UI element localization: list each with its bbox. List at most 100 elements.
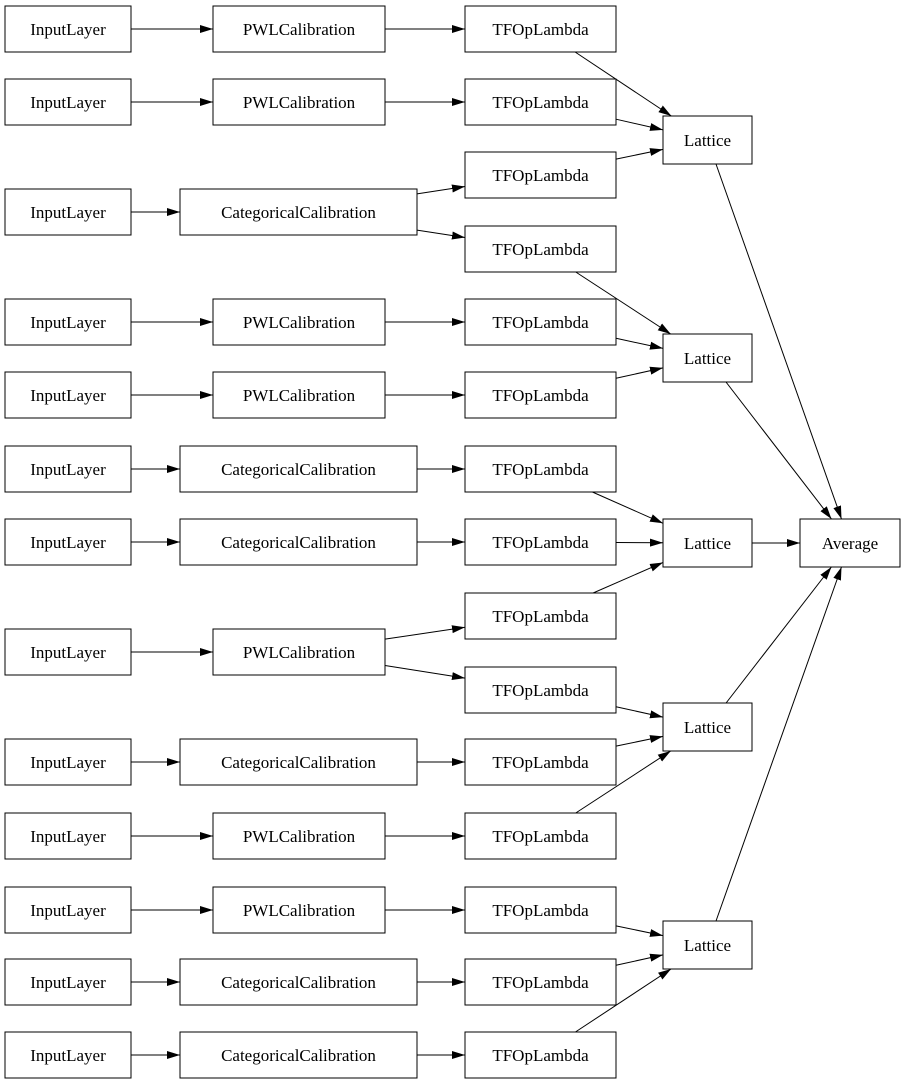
node-input-7: InputLayer	[5, 519, 131, 565]
node-pwl-6: PWLCalibration	[213, 813, 385, 859]
node-label-tfop-12: TFOpLambda	[492, 827, 589, 846]
node-lattice-3: Lattice	[663, 519, 752, 567]
node-input-11: InputLayer	[5, 887, 131, 933]
edge-tfop-10-to-lattice-4	[616, 707, 663, 717]
node-label-input-10: InputLayer	[30, 827, 106, 846]
edge-pwl-5-to-tfop-9	[385, 627, 465, 639]
node-label-tfop-3: TFOpLambda	[492, 166, 589, 185]
edge-tfop-2-to-lattice-1	[616, 119, 663, 130]
edge-lattice-2-to-average	[726, 382, 832, 519]
node-pwl-4: PWLCalibration	[213, 372, 385, 418]
node-tfop-12: TFOpLambda	[465, 813, 616, 859]
node-label-pwl-3: PWLCalibration	[243, 313, 356, 332]
node-label-input-2: InputLayer	[30, 93, 106, 112]
node-cat-6: CategoricalCalibration	[180, 1032, 417, 1078]
node-input-8: InputLayer	[5, 629, 131, 675]
node-lattice-2: Lattice	[663, 334, 752, 382]
edge-cat-1-to-tfop-4	[417, 230, 465, 237]
node-cat-2: CategoricalCalibration	[180, 446, 417, 492]
node-label-input-4: InputLayer	[30, 313, 106, 332]
node-tfop-3: TFOpLambda	[465, 152, 616, 198]
edge-tfop-13-to-lattice-5	[616, 926, 663, 936]
node-label-cat-1: CategoricalCalibration	[221, 203, 376, 222]
node-tfop-10: TFOpLambda	[465, 667, 616, 713]
node-input-1: InputLayer	[5, 6, 131, 52]
edge-tfop-5-to-lattice-2	[616, 338, 663, 348]
node-label-cat-5: CategoricalCalibration	[221, 973, 376, 992]
node-label-pwl-7: PWLCalibration	[243, 901, 356, 920]
node-tfop-11: TFOpLambda	[465, 739, 616, 785]
node-label-average: Average	[822, 534, 878, 553]
node-label-tfop-8: TFOpLambda	[492, 533, 589, 552]
node-label-input-9: InputLayer	[30, 753, 106, 772]
node-label-tfop-10: TFOpLambda	[492, 681, 589, 700]
node-tfop-7: TFOpLambda	[465, 446, 616, 492]
node-input-5: InputLayer	[5, 372, 131, 418]
node-tfop-14: TFOpLambda	[465, 959, 616, 1005]
node-lattice-4: Lattice	[663, 703, 752, 751]
edge-pwl-5-to-tfop-10	[385, 666, 465, 679]
node-label-lattice-3: Lattice	[684, 534, 731, 553]
node-input-4: InputLayer	[5, 299, 131, 345]
edge-tfop-14-to-lattice-5	[616, 955, 663, 965]
edge-cat-1-to-tfop-3	[417, 187, 465, 194]
node-label-tfop-14: TFOpLambda	[492, 973, 589, 992]
node-label-tfop-11: TFOpLambda	[492, 753, 589, 772]
node-tfop-15: TFOpLambda	[465, 1032, 616, 1078]
node-average: Average	[800, 519, 900, 567]
node-label-input-1: InputLayer	[30, 20, 106, 39]
node-input-10: InputLayer	[5, 813, 131, 859]
node-label-lattice-5: Lattice	[684, 936, 731, 955]
node-cat-3: CategoricalCalibration	[180, 519, 417, 565]
node-label-cat-2: CategoricalCalibration	[221, 460, 376, 479]
node-label-tfop-4: TFOpLambda	[492, 240, 589, 259]
node-tfop-2: TFOpLambda	[465, 79, 616, 125]
node-label-tfop-5: TFOpLambda	[492, 313, 589, 332]
edge-lattice-4-to-average	[726, 567, 831, 703]
edge-tfop-11-to-lattice-4	[616, 736, 663, 746]
node-label-tfop-2: TFOpLambda	[492, 93, 589, 112]
node-tfop-8: TFOpLambda	[465, 519, 616, 565]
node-label-pwl-5: PWLCalibration	[243, 643, 356, 662]
node-label-lattice-1: Lattice	[684, 131, 731, 150]
node-label-tfop-6: TFOpLambda	[492, 386, 589, 405]
node-cat-4: CategoricalCalibration	[180, 739, 417, 785]
node-tfop-1: TFOpLambda	[465, 6, 616, 52]
node-label-cat-6: CategoricalCalibration	[221, 1046, 376, 1065]
node-label-pwl-1: PWLCalibration	[243, 20, 356, 39]
node-label-input-5: InputLayer	[30, 386, 106, 405]
node-label-cat-4: CategoricalCalibration	[221, 753, 376, 772]
node-pwl-2: PWLCalibration	[213, 79, 385, 125]
node-label-lattice-2: Lattice	[684, 349, 731, 368]
node-label-cat-3: CategoricalCalibration	[221, 533, 376, 552]
node-pwl-5: PWLCalibration	[213, 629, 385, 675]
node-input-13: InputLayer	[5, 1032, 131, 1078]
node-label-pwl-6: PWLCalibration	[243, 827, 356, 846]
node-pwl-3: PWLCalibration	[213, 299, 385, 345]
node-tfop-9: TFOpLambda	[465, 593, 616, 639]
node-label-input-3: InputLayer	[30, 203, 106, 222]
node-input-12: InputLayer	[5, 959, 131, 1005]
node-input-2: InputLayer	[5, 79, 131, 125]
node-lattice-1: Lattice	[663, 116, 752, 164]
node-tfop-6: TFOpLambda	[465, 372, 616, 418]
node-label-tfop-1: TFOpLambda	[492, 20, 589, 39]
node-label-tfop-13: TFOpLambda	[492, 901, 589, 920]
node-label-input-12: InputLayer	[30, 973, 106, 992]
node-tfop-5: TFOpLambda	[465, 299, 616, 345]
node-label-tfop-15: TFOpLambda	[492, 1046, 589, 1065]
node-label-pwl-2: PWLCalibration	[243, 93, 356, 112]
edge-tfop-3-to-lattice-1	[616, 149, 663, 159]
node-input-9: InputLayer	[5, 739, 131, 785]
node-cat-5: CategoricalCalibration	[180, 959, 417, 1005]
node-label-input-11: InputLayer	[30, 901, 106, 920]
edge-tfop-6-to-lattice-2	[616, 368, 663, 378]
node-label-tfop-7: TFOpLambda	[492, 460, 589, 479]
node-input-3: InputLayer	[5, 189, 131, 235]
node-cat-1: CategoricalCalibration	[180, 189, 417, 235]
node-label-input-7: InputLayer	[30, 533, 106, 552]
node-pwl-1: PWLCalibration	[213, 6, 385, 52]
node-input-6: InputLayer	[5, 446, 131, 492]
